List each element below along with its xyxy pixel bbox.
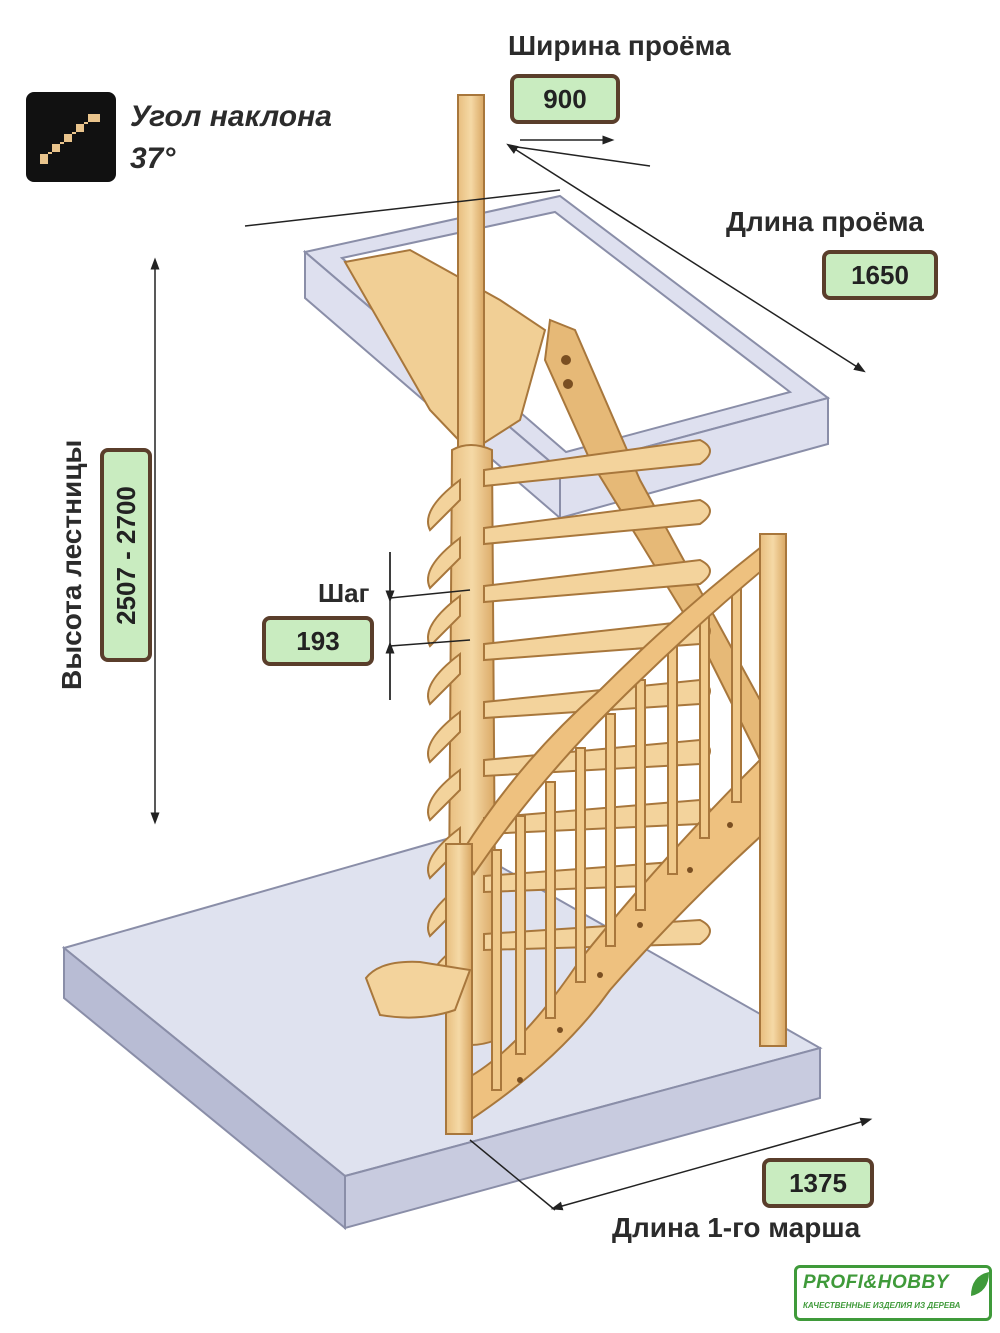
tread-edge: [427, 767, 461, 822]
opening-width-label: Ширина проёма: [508, 30, 731, 61]
opening-length-value: 1650: [822, 250, 938, 300]
balusters: [491, 577, 742, 1091]
slope-caption: Угол наклона 37°: [130, 96, 332, 180]
baluster: [635, 679, 646, 911]
bottom-tread: [364, 960, 472, 1019]
baluster: [731, 577, 742, 803]
slope-value: 37°: [130, 142, 176, 175]
stair-height-value: 2507 - 2700: [110, 485, 141, 625]
tread-edge: [427, 709, 461, 764]
stair-height-label: Высота лестницы: [56, 439, 87, 690]
baluster: [491, 849, 502, 1091]
stair-height-box: 2507 - 2700: [100, 448, 152, 662]
tread-edge: [427, 825, 461, 880]
step-value: 193: [262, 616, 374, 666]
baluster: [605, 713, 616, 947]
opening-width-value: 900: [510, 74, 620, 124]
tread-edge: [427, 535, 461, 590]
baluster: [515, 815, 526, 1055]
dimension-lines: [150, 135, 873, 1211]
tread-edge: [427, 651, 461, 706]
baluster: [667, 645, 678, 875]
slope-label: Угол наклона: [130, 100, 332, 133]
brand-logo: PROFI&HOBBY КАЧЕСТВЕННЫЕ ИЗДЕЛИЯ ИЗ ДЕРЕ…: [794, 1265, 992, 1321]
opening-length-label: Длина проёма: [726, 206, 924, 237]
baluster: [545, 781, 556, 1019]
brand-name: PROFI&HOBBY: [803, 1272, 949, 1293]
newel-post-right: [759, 533, 787, 1047]
slope-icon: [26, 92, 116, 182]
tread: [483, 558, 711, 604]
tread-edge: [427, 593, 461, 648]
top-landing: [343, 248, 547, 454]
first-flight-length-label: Длина 1-го марша: [612, 1212, 861, 1243]
floor-slab: [61, 836, 823, 1231]
tread-edge: [427, 477, 461, 532]
baluster: [699, 611, 710, 839]
tread: [483, 498, 711, 546]
tread: [483, 438, 711, 488]
first-flight-length-value: 1375: [762, 1158, 874, 1208]
leaf-icon: [971, 1272, 989, 1296]
step-label: Шаг: [318, 578, 370, 608]
baluster: [575, 747, 586, 983]
brand-tagline: КАЧЕСТВЕННЫЕ ИЗДЕЛИЯ ИЗ ДЕРЕВА: [803, 1301, 961, 1310]
